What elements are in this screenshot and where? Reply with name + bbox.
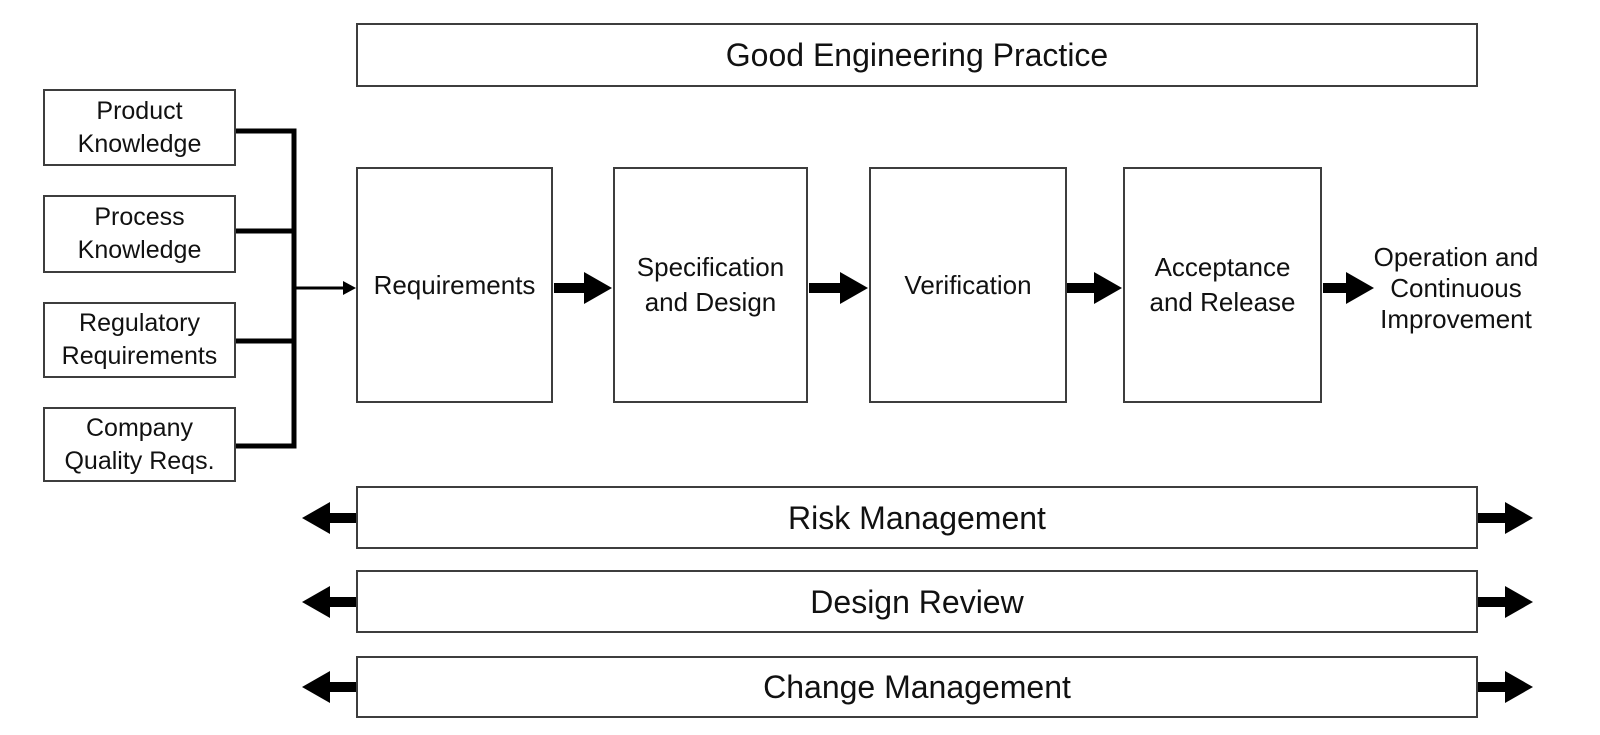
- inputs-to-requirements-arrow-icon: [295, 281, 356, 295]
- step-box-requirements: Requirements: [356, 167, 553, 403]
- verification-label: Verification: [904, 269, 1032, 300]
- risk-management-left-arrow-icon: [302, 502, 357, 534]
- verification-to-acceptance-arrow-icon: [1066, 272, 1122, 304]
- input-bracket-connector: [236, 128, 297, 449]
- risk-management-right-arrow-icon: [1477, 502, 1533, 534]
- product-knowledge-label: Product Knowledge: [77, 96, 202, 158]
- good-engineering-practice-label: Good Engineering Practice: [725, 37, 1109, 73]
- specification-and-design-label: Specification and Design: [636, 252, 785, 317]
- design-review-banner: Design Review: [356, 570, 1478, 633]
- design-review-label: Design Review: [810, 583, 1024, 620]
- step-box-verification: Verification: [869, 167, 1067, 403]
- specification-to-verification-arrow-icon: [809, 272, 868, 304]
- design-review-right-arrow-icon: [1477, 586, 1533, 618]
- design-review-left-arrow-icon: [302, 586, 357, 618]
- input-box-company-quality-reqs: Company Quality Reqs.: [43, 407, 236, 482]
- regulatory-requirements-label: Regulatory Requirements: [61, 309, 218, 370]
- risk-management-label: Risk Management: [788, 499, 1046, 536]
- change-management-banner: Change Management: [356, 656, 1478, 718]
- input-box-process-knowledge: Process Knowledge: [43, 195, 236, 273]
- step-box-acceptance-and-release: Acceptance and Release: [1123, 167, 1322, 403]
- process-knowledge-label: Process Knowledge: [77, 203, 202, 264]
- good-engineering-practice-banner: Good Engineering Practice: [356, 23, 1478, 87]
- change-management-right-arrow-icon: [1477, 671, 1533, 703]
- input-box-regulatory-requirements: Regulatory Requirements: [43, 302, 236, 378]
- outcome-text-block: Operation and Continuous Improvement: [1358, 230, 1554, 346]
- operation-continuous-improvement-label: Operation and Continuous Improvement: [1373, 241, 1539, 334]
- acceptance-and-release-label: Acceptance and Release: [1149, 252, 1296, 317]
- requirements-to-specification-arrow-icon: [554, 272, 612, 304]
- step-box-specification-and-design: Specification and Design: [613, 167, 808, 403]
- change-management-left-arrow-icon: [302, 671, 357, 703]
- company-quality-reqs-label: Company Quality Reqs.: [64, 413, 215, 475]
- requirements-label: Requirements: [373, 269, 536, 300]
- input-box-product-knowledge: Product Knowledge: [43, 89, 236, 166]
- risk-management-banner: Risk Management: [356, 486, 1478, 549]
- change-management-label: Change Management: [763, 669, 1071, 705]
